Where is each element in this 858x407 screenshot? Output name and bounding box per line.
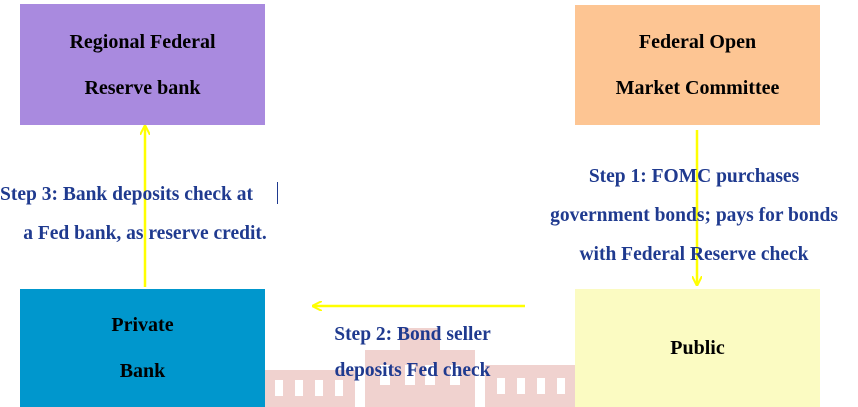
step-2-label: Step 2: Bond seller deposits Fed check <box>315 317 510 389</box>
regional-federal-reserve-bank-box: Regional Federal Reserve bank <box>20 4 265 125</box>
regional-box-line1: Regional Federal <box>69 30 216 53</box>
step-3-line1: Step 3: Bank deposits check at <box>0 184 253 205</box>
step-3-label: Step 3: Bank deposits check at a Fed ban… <box>0 175 290 253</box>
public-box: Public <box>575 289 820 407</box>
step-3-line2: a Fed bank, as reserve credit. <box>23 223 267 244</box>
private-box-line1: Private <box>111 314 174 336</box>
fomc-box: Federal Open Market Committee <box>575 5 820 125</box>
step-2-line2: deposits Fed check <box>334 360 491 381</box>
step-1-label: Step 1: FOMC purchases government bonds;… <box>530 157 858 274</box>
fomc-box-line2: Market Committee <box>615 77 780 99</box>
step-1-line1: Step 1: FOMC purchases <box>588 166 800 187</box>
step-2-line1: Step 2: Bond seller <box>334 324 491 345</box>
regional-box-line2: Reserve bank <box>84 76 201 99</box>
fomc-box-line1: Federal Open <box>638 31 757 53</box>
building-watermark <box>265 328 575 407</box>
step-1-line3: with Federal Reserve check <box>579 244 809 265</box>
private-bank-box: Private Bank <box>20 289 265 407</box>
text-cursor <box>277 182 278 204</box>
step-1-line2: government bonds; pays for bonds <box>550 205 838 226</box>
private-box-line2: Bank <box>119 360 166 382</box>
public-box-label: Public <box>670 337 725 359</box>
